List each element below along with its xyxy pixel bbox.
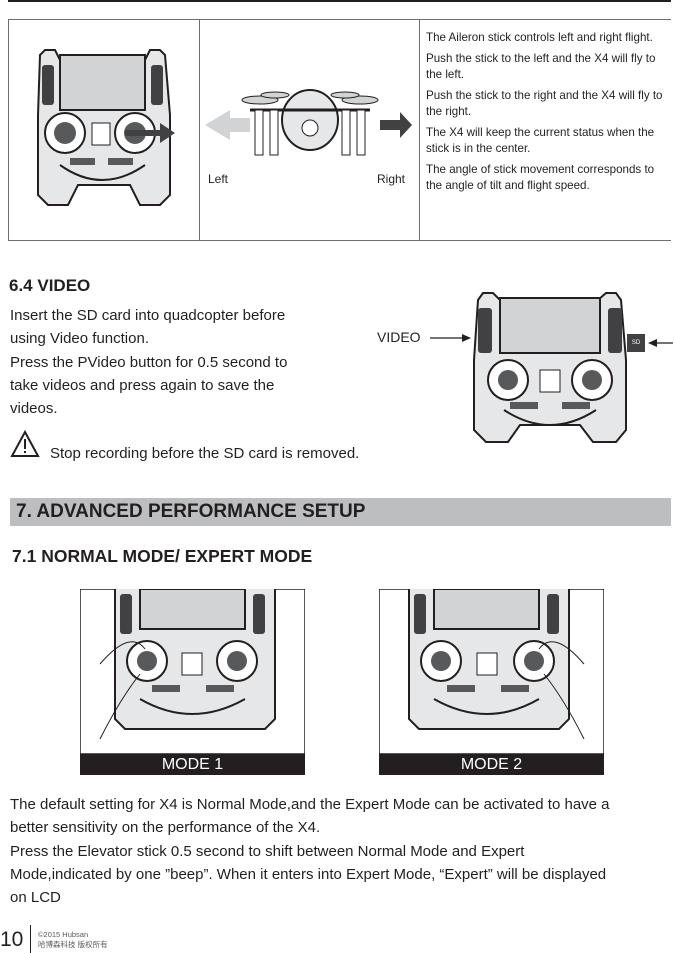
sd-arrow-icon: [648, 339, 673, 347]
top-rule: [8, 0, 671, 2]
aileron-paragraph: The angle of stick movement corresponds …: [426, 162, 655, 193]
table-top-border: [8, 19, 671, 20]
mode-line: Mode,indicated by one ”beep”. When it en…: [10, 865, 607, 883]
mode-line: The default setting for X4 is Normal Mod…: [10, 796, 610, 813]
mode2-transmitter: [378, 588, 605, 755]
subsection-heading: 7.1 NORMAL MODE/ EXPERT MODE: [12, 546, 313, 566]
video-line: take videos and press again to save the: [10, 376, 275, 394]
table-divider: [8, 19, 9, 240]
video-arrow-icon: [430, 334, 471, 342]
mode2-label: MODE 2: [379, 754, 604, 775]
video-text: Insert the SD card into quadcopter befor…: [10, 304, 330, 420]
video-heading: 6.4 VIDEO: [9, 276, 91, 295]
copyright-line: ©2015 Hubsan: [38, 930, 89, 939]
table-divider: [199, 19, 200, 240]
quadcopter-illustration: [205, 89, 412, 156]
video-label: VIDEO: [377, 329, 421, 345]
page-number: 10: [0, 928, 24, 951]
aileron-description: The Aileron stick controls left and righ…: [426, 30, 666, 199]
transmitter-illustration: [37, 49, 175, 206]
video-line: using Video function.: [10, 330, 149, 348]
section-title: 7. ADVANCED PERFORMANCE SETUP: [16, 501, 366, 522]
footer-divider: [30, 925, 31, 953]
copyright-chinese: 哈博森科技 版权所有: [38, 940, 108, 949]
sd-card-slot: SD: [627, 334, 645, 352]
warning-icon: [10, 430, 40, 457]
mode2-illustration: MODE 2: [378, 588, 605, 775]
mode1-illustration: MODE 1: [79, 588, 306, 775]
mode1-label: MODE 1: [80, 754, 305, 775]
mode-line: on LCD: [10, 889, 61, 907]
mode-description: The default setting for X4 is Normal Mod…: [10, 793, 675, 909]
video-line: Insert the SD card into quadcopter befor…: [10, 307, 286, 324]
left-label: Left: [208, 172, 229, 186]
table-bottom-border: [8, 240, 671, 241]
footer-copyright: ©2015 Hubsan 哈博森科技 版权所有: [38, 930, 108, 950]
aileron-paragraph: The Aileron stick controls left and righ…: [426, 31, 653, 44]
mode-line: Press the Elevator stick 0.5 second to s…: [10, 842, 525, 860]
video-line: videos.: [10, 400, 58, 418]
warning-text: Stop recording before the SD card is rem…: [50, 445, 360, 462]
transmitter-video-illustration: [473, 292, 627, 443]
aileron-paragraph: The X4 will keep the current status when…: [426, 125, 655, 156]
section-band: 7. ADVANCED PERFORMANCE SETUP: [10, 498, 671, 526]
table-divider: [419, 19, 420, 240]
mode1-transmitter: [79, 588, 306, 755]
right-label: Right: [377, 172, 406, 186]
aileron-paragraph: Push the stick to the right and the X4 w…: [426, 88, 663, 119]
aileron-paragraph: Push the stick to the left and the X4 wi…: [426, 51, 656, 82]
mode-line: better sensitivity on the performance of…: [10, 819, 321, 837]
video-line: Press the PVideo button for 0.5 second t…: [10, 353, 288, 371]
